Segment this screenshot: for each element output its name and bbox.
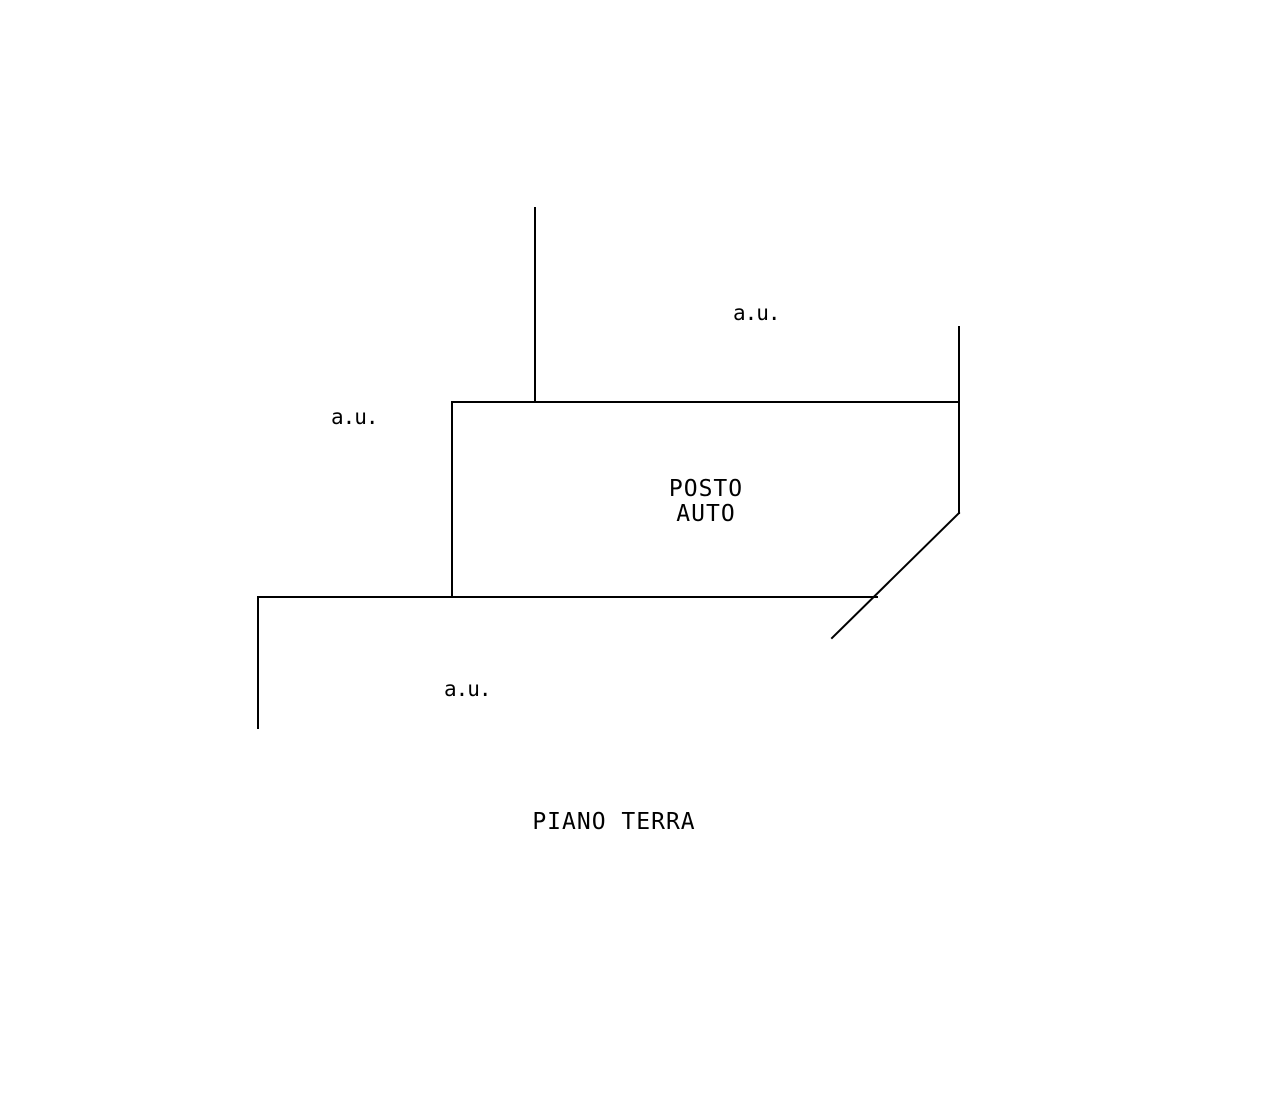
wall-diagonal	[830, 511, 961, 640]
walls	[257, 207, 961, 729]
room-label-line2: AUTO	[676, 501, 735, 527]
label-au-top: a.u.	[733, 301, 780, 325]
label-au-bottom: a.u.	[444, 677, 491, 701]
plan-title: PIANO TERRA	[532, 809, 695, 835]
room-label-line1: POSTO	[669, 476, 743, 502]
label-au-left: a.u.	[331, 405, 378, 429]
